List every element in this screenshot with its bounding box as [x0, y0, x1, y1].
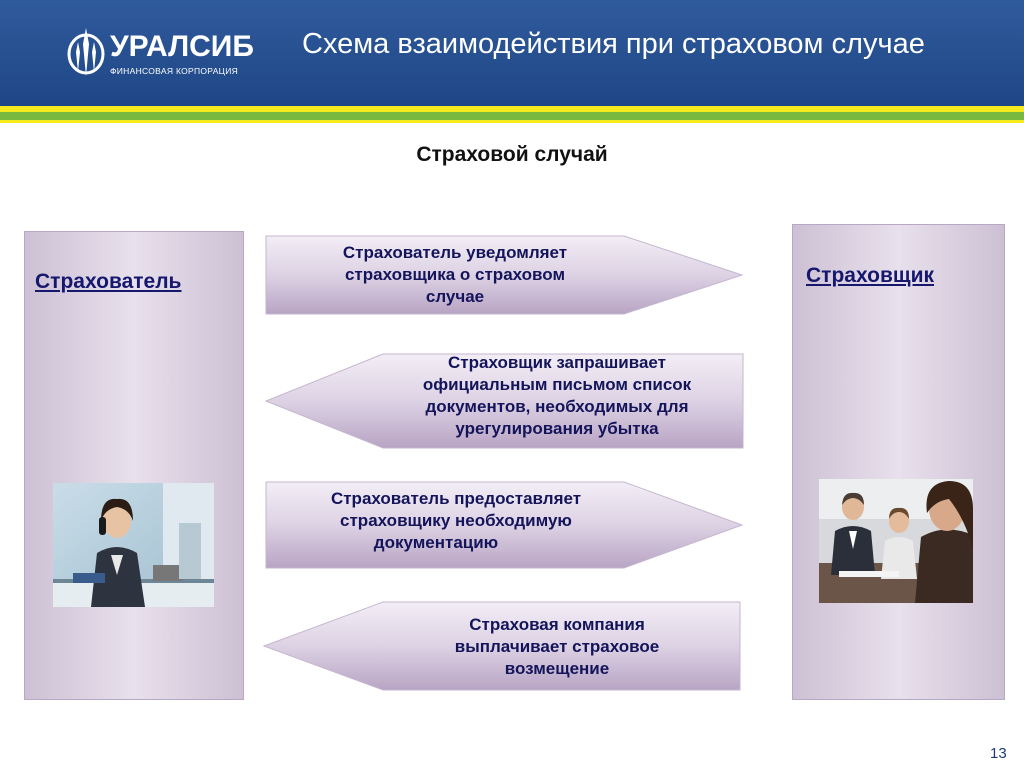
step-4-line-1: Страховая компания [469, 615, 645, 634]
step-2-line-1: Страховщик запрашивает [448, 353, 666, 372]
step-4-arrow [262, 601, 741, 691]
step-4-line-2: выплачивает страховое [454, 637, 660, 656]
policyholder-label: Страхователь [35, 270, 182, 293]
header-bar [0, 0, 1024, 106]
step-1-line-1: Страхователь уведомляет [342, 243, 568, 262]
step-1-arrow [265, 235, 744, 315]
step-2-line-4: урегулирования убытка [455, 419, 659, 438]
step-3-line-3: документацию [373, 533, 499, 552]
step-3-text: Страхователь предоставляет страховщику н… [288, 488, 624, 554]
header-stripe-green [0, 112, 1024, 120]
step-4-text: Страховая компания выплачивает страховое… [400, 614, 714, 680]
step-3-arrow [265, 481, 744, 569]
step-2-line-3: документов, необходимых для [425, 397, 689, 416]
uralsib-logo: УРАЛСИБ ФИНАНСОВАЯ КОРПОРАЦИЯ [66, 22, 254, 82]
step-1-line-3: случае [425, 287, 485, 306]
header-stripe-yellow-bottom [0, 120, 1024, 123]
policyholder-panel [24, 231, 244, 700]
insurer-panel [792, 224, 1005, 700]
logo-subtitle: ФИНАНСОВАЯ КОРПОРАЦИЯ [110, 66, 239, 76]
insurer-photo [819, 479, 973, 603]
header-stripe-yellow [0, 106, 1024, 112]
policyholder-photo [53, 483, 214, 607]
slide-title: Схема взаимодействия при страховом случа… [302, 28, 925, 60]
step-2-text: Страховщик запрашивает официальным письм… [382, 352, 732, 440]
logo-wordmark: УРАЛСИБ [110, 30, 254, 63]
step-3-line-1: Страхователь предоставляет [330, 489, 582, 508]
step-2-line-2: официальным письмом список [422, 375, 692, 394]
diagram-subtitle: Страховой случай [416, 143, 608, 166]
step-2-arrow [264, 353, 744, 449]
step-4-line-3: возмещение [504, 659, 610, 678]
step-1-line-2: страховщика о страховом [344, 265, 566, 284]
step-1-text: Страхователь уведомляет страховщика о ст… [290, 242, 620, 308]
step-3-line-2: страховщику необходимую [340, 511, 572, 530]
uralsib-emblem-icon [67, 28, 105, 76]
insurer-label: Страховщик [806, 264, 934, 287]
page-number: 13 [990, 745, 1007, 762]
